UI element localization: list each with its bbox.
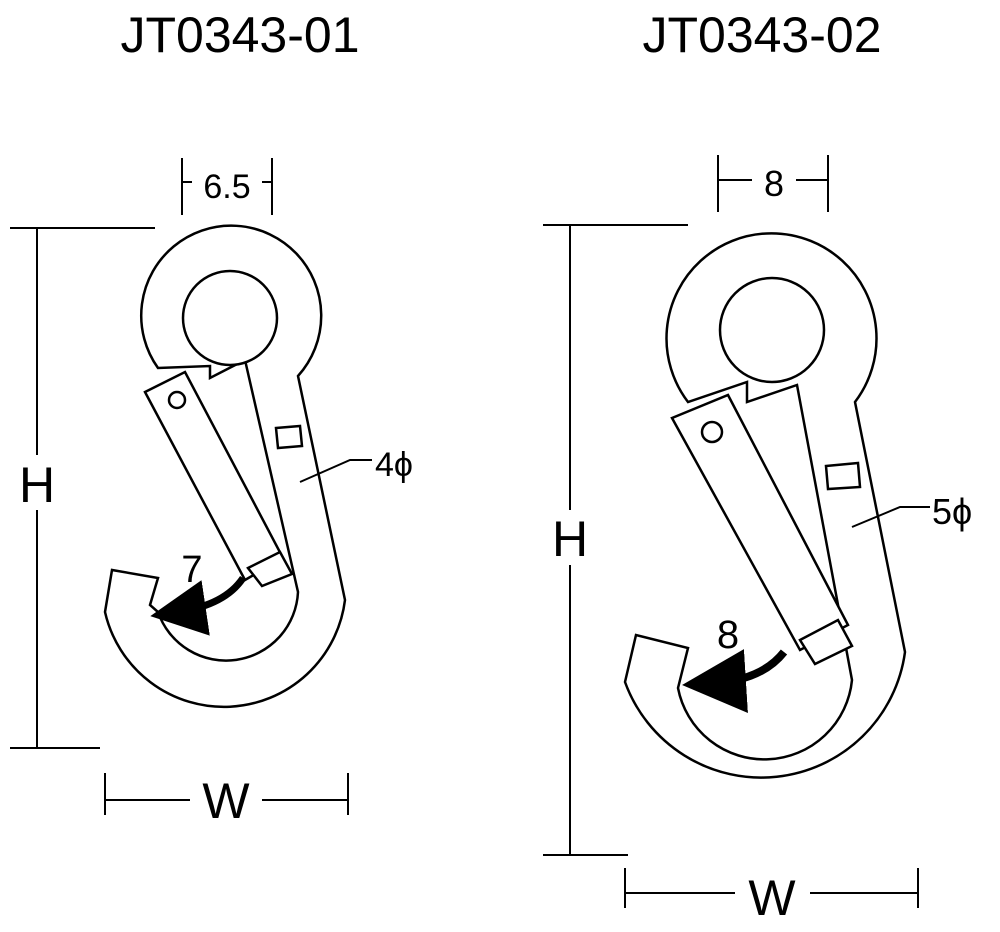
width-label: W — [202, 773, 250, 829]
gate-tip — [798, 618, 854, 666]
gate-opening-arrow — [150, 575, 246, 636]
gate-opening-label: 7 — [181, 549, 202, 591]
width-dimension: W — [104, 773, 349, 829]
hook-body — [103, 224, 347, 709]
gate-pin — [700, 420, 724, 444]
gate-opening-arrow — [682, 649, 788, 713]
width-label: W — [748, 870, 796, 926]
model-title: JT0343-01 — [120, 7, 359, 63]
hook-jt0343-02: JT0343-02 8 H W 5ϕ — [543, 7, 972, 926]
height-dimension: H — [543, 224, 688, 856]
height-dimension: H — [10, 227, 155, 749]
eye-hole — [181, 269, 279, 367]
wire-diameter-label: 5ϕ — [932, 491, 972, 532]
hook-body — [623, 232, 907, 779]
height-label: H — [552, 511, 588, 567]
eye-dimension: 8 — [717, 155, 829, 212]
gate-opening-label: 8 — [717, 613, 739, 657]
wire-leader — [299, 459, 372, 483]
model-title: JT0343-02 — [642, 7, 881, 63]
height-label: H — [19, 457, 55, 513]
eye-dimension-label: 8 — [764, 163, 784, 204]
eye-dimension: 6.5 — [181, 158, 273, 215]
spring-gate — [670, 393, 850, 652]
width-dimension: W — [624, 868, 919, 926]
rivet-window — [824, 461, 862, 491]
eye-dimension-label: 6.5 — [203, 168, 250, 206]
eye-hole — [718, 276, 826, 384]
rivet-window — [274, 424, 304, 450]
gate-pin — [167, 390, 187, 410]
wire-diameter-label: 4ϕ — [375, 446, 413, 484]
gate-tip — [246, 550, 294, 588]
hook-jt0343-01: JT0343-01 6.5 H W — [10, 7, 413, 829]
wire-leader — [851, 506, 930, 528]
